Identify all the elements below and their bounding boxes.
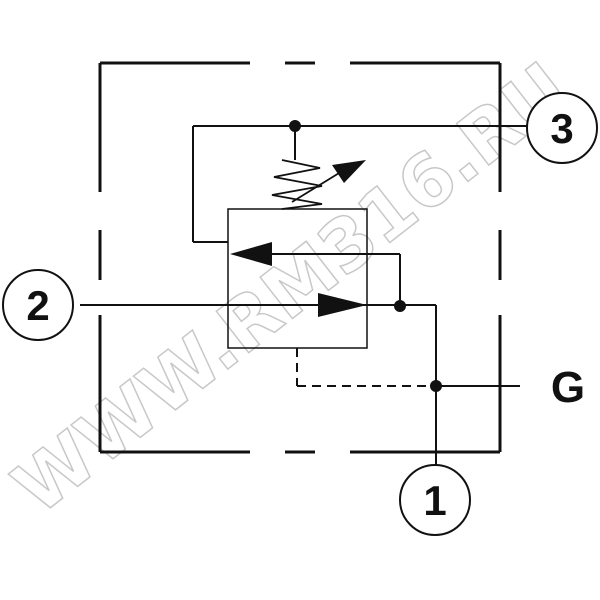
port-2-marker: 2 bbox=[2, 269, 74, 341]
adjust-arrow-shaft bbox=[291, 169, 345, 203]
spring-coil bbox=[271, 159, 323, 210]
pilot-line bbox=[296, 348, 436, 387]
junction-dot-bottom bbox=[430, 380, 442, 392]
adjustable-spring bbox=[271, 159, 345, 210]
junction-dot-right bbox=[394, 300, 406, 312]
port-1-circle bbox=[399, 464, 471, 536]
flow-lines bbox=[80, 125, 540, 465]
outer-enclosure bbox=[98, 61, 502, 454]
port-2-label: 2 bbox=[26, 282, 49, 329]
adjust-arrow-head bbox=[332, 160, 366, 183]
port-3-label: 3 bbox=[550, 105, 573, 152]
port-3-circle bbox=[526, 92, 598, 164]
junction-dots bbox=[289, 120, 442, 392]
port-1-label: 1 bbox=[423, 477, 446, 524]
junction-dot-top bbox=[289, 120, 301, 132]
port-1-marker: 1 bbox=[399, 464, 471, 536]
left-flow-arrow bbox=[230, 242, 272, 266]
watermark-text: WWW.RM316.RU bbox=[0, 46, 584, 530]
port-2-circle bbox=[2, 269, 74, 341]
port-g-label: G bbox=[551, 363, 585, 412]
port-3-marker: 3 bbox=[526, 92, 598, 164]
right-flow-arrow bbox=[318, 293, 367, 317]
